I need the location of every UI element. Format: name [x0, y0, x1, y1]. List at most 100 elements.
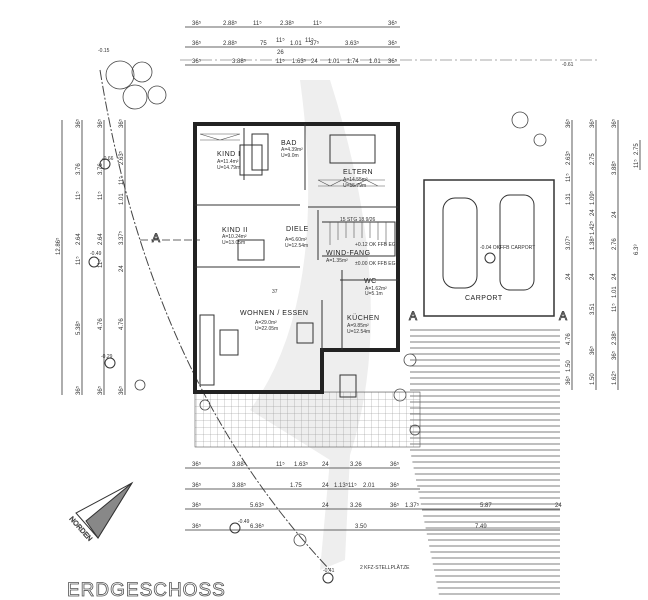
dining-table: [296, 322, 314, 344]
dimension-labels-part-part: 24: [612, 273, 618, 280]
dimension-labels-part-part: 11⁵: [633, 159, 640, 168]
double-bed: [329, 134, 376, 164]
north-arrow-icon: NORDEN: [67, 481, 134, 543]
terrain-shading-part: [250, 80, 371, 570]
dimension-labels-part: 11⁵: [305, 37, 314, 44]
carport-part: CARPORT: [465, 295, 503, 302]
dimension-labels-part-part: 1.38⁵: [589, 235, 596, 250]
staircase: [322, 221, 396, 257]
room-labels-part: DIELE: [286, 226, 309, 233]
dimension-labels-part-part: 36⁵: [75, 385, 82, 395]
dimension-labels-part: 3.26: [350, 462, 362, 468]
room-labels-part: +0.12 OK FFB EG: [355, 242, 396, 248]
trees-part: [293, 533, 307, 547]
dimension-labels-part: 11⁵: [348, 482, 357, 489]
dimension-labels-part-part: 3.76: [98, 163, 104, 175]
dimension-labels-part-part: 36⁵: [75, 118, 82, 128]
dimension-labels-part-part: 11⁵: [565, 173, 572, 182]
room-labels-part: KIND I: [217, 151, 241, 158]
level-marks-part: -0.29: [101, 354, 113, 360]
room-labels-part: A=14.55m²: [343, 177, 368, 183]
dimension-labels-part: 36⁵: [390, 461, 400, 468]
room-labels: KIND I A=11.4m² U=14.79m BAD A=4.39m² U=…: [217, 140, 396, 335]
dimension-labels-part-part: 6.3⁹: [633, 244, 640, 255]
level-marks-part: [88, 256, 100, 268]
room-labels-part: A=6.60m²: [285, 237, 307, 243]
section-markers: A A A: [140, 231, 567, 323]
level-marker-icon: [484, 252, 496, 264]
section-a-mid: A: [409, 309, 417, 323]
dimension-labels-part-part: 1.01: [119, 193, 125, 205]
dimension-labels-part-part: 3.88⁵: [611, 160, 618, 175]
level-marks-part: -0.66: [102, 156, 114, 162]
dimension-labels-part: 24: [555, 503, 562, 509]
dimension-labels-part: 1.75: [290, 483, 302, 489]
north-arrow-icon-part: [85, 482, 133, 539]
dimension-labels-part-part: 36⁵: [611, 118, 618, 128]
dimension-labels-part-part: 1.01: [612, 286, 618, 298]
carport: CARPORT -0.04 OKFFB CARPORT: [423, 179, 555, 317]
dimension-labels-part-part: 2.76: [612, 238, 618, 250]
dimension-labels-part-part: 36⁵: [611, 350, 618, 360]
bed-kind2: [237, 239, 265, 261]
dimension-labels-part-part: 4.76: [98, 318, 104, 330]
dimension-labels-part-part: 3.76: [76, 163, 82, 175]
dimension-labels-part-part: 11⁵: [75, 256, 82, 265]
room-labels-part: U=15.79m: [343, 183, 366, 189]
dimension-labels-part-part: 36⁵: [565, 118, 572, 128]
level-marks: -0.15 -0.61 -0.66 -0.49 -0.29 -0.49 -0.4…: [88, 48, 574, 584]
dimension-labels-part-part: 36⁵: [589, 345, 596, 355]
staircase-part: [322, 221, 396, 257]
level-marks-part: [322, 572, 334, 584]
dimension-labels-part: 2.38⁵: [280, 20, 295, 27]
dimension-labels-part: 3.88⁵: [232, 482, 247, 489]
dimension-labels-part-part: 1.31: [566, 193, 572, 205]
dimension-labels-part: 36⁵: [390, 502, 400, 509]
room-labels-part: BAD: [281, 140, 297, 147]
dimension-labels-part: 11⁵: [276, 37, 285, 44]
dimension-labels-part: 11⁵: [253, 20, 262, 27]
dimension-labels-part-part: 2.38⁵: [611, 330, 618, 345]
room-labels-part: A=10.24m²: [222, 234, 247, 240]
dimension-labels-part-part: 2.63⁵: [565, 150, 572, 165]
dimension-lines: [61, 26, 641, 531]
room-labels-part: A=29.0m²: [255, 320, 277, 326]
terrace: [194, 391, 421, 448]
room-labels-part: WIND-FANG: [326, 250, 371, 257]
coffee-table: [219, 329, 239, 356]
dimension-labels-part: 11⁵: [276, 461, 285, 468]
dimension-labels-part-part: 1.62⁵: [611, 370, 618, 385]
trees-part: [105, 60, 135, 90]
room-labels-part: U=12.54m: [347, 329, 370, 335]
house-walls-part: [317, 179, 385, 187]
room-labels-part: KÜCHEN: [347, 314, 380, 322]
room-labels-part: A=4.39m²: [281, 147, 303, 153]
carport-part: -0.04 OKFFB CARPORT: [480, 245, 535, 251]
dimension-labels-part-part: 24: [590, 273, 596, 280]
dimension-labels-part-part: 12.86⁵: [55, 237, 62, 255]
dimension-labels-part: 1.01: [290, 41, 302, 47]
dimension-labels-part-part: 36⁵: [565, 375, 572, 385]
room-labels-part: WOHNEN / ESSEN: [240, 310, 308, 317]
dimension-labels-part: 1.01: [328, 59, 340, 65]
dimension-labels-part-part: 4.76: [566, 333, 572, 345]
room-labels-part: U=22.05m: [255, 326, 278, 332]
dimension-labels-part-part: 4.76: [119, 318, 125, 330]
dimension-labels-part-part: 24: [590, 209, 596, 216]
section-a-left: A: [152, 231, 160, 245]
dimension-labels-part: 36⁵: [192, 482, 202, 489]
dimension-labels-part-part: 36⁵: [118, 385, 125, 395]
dimension-labels: 36⁵ 2.88⁵ 11⁵ 2.38⁵ 11⁵ 36⁵ 36⁵ 2.88⁵ 75…: [55, 20, 640, 530]
room-labels-part: U=13.05m: [222, 240, 245, 246]
room-labels-part: U=5.1m: [365, 291, 383, 297]
room-labels-part: U=12.54m: [285, 243, 308, 249]
parking-label: 2 KFZ-STELLPLÄTZE: [360, 564, 410, 571]
dimension-labels-part: 3.88⁵: [232, 461, 247, 468]
terrain-shading: [99, 59, 600, 571]
driveway: [410, 329, 560, 595]
level-marks-part: -0.49: [238, 519, 250, 525]
dimension-labels-part-part: 2.75: [634, 143, 640, 155]
dimension-labels-part-part: 24: [612, 211, 618, 218]
dimension-labels-part: 24: [322, 462, 329, 468]
trees-part: [122, 84, 148, 110]
